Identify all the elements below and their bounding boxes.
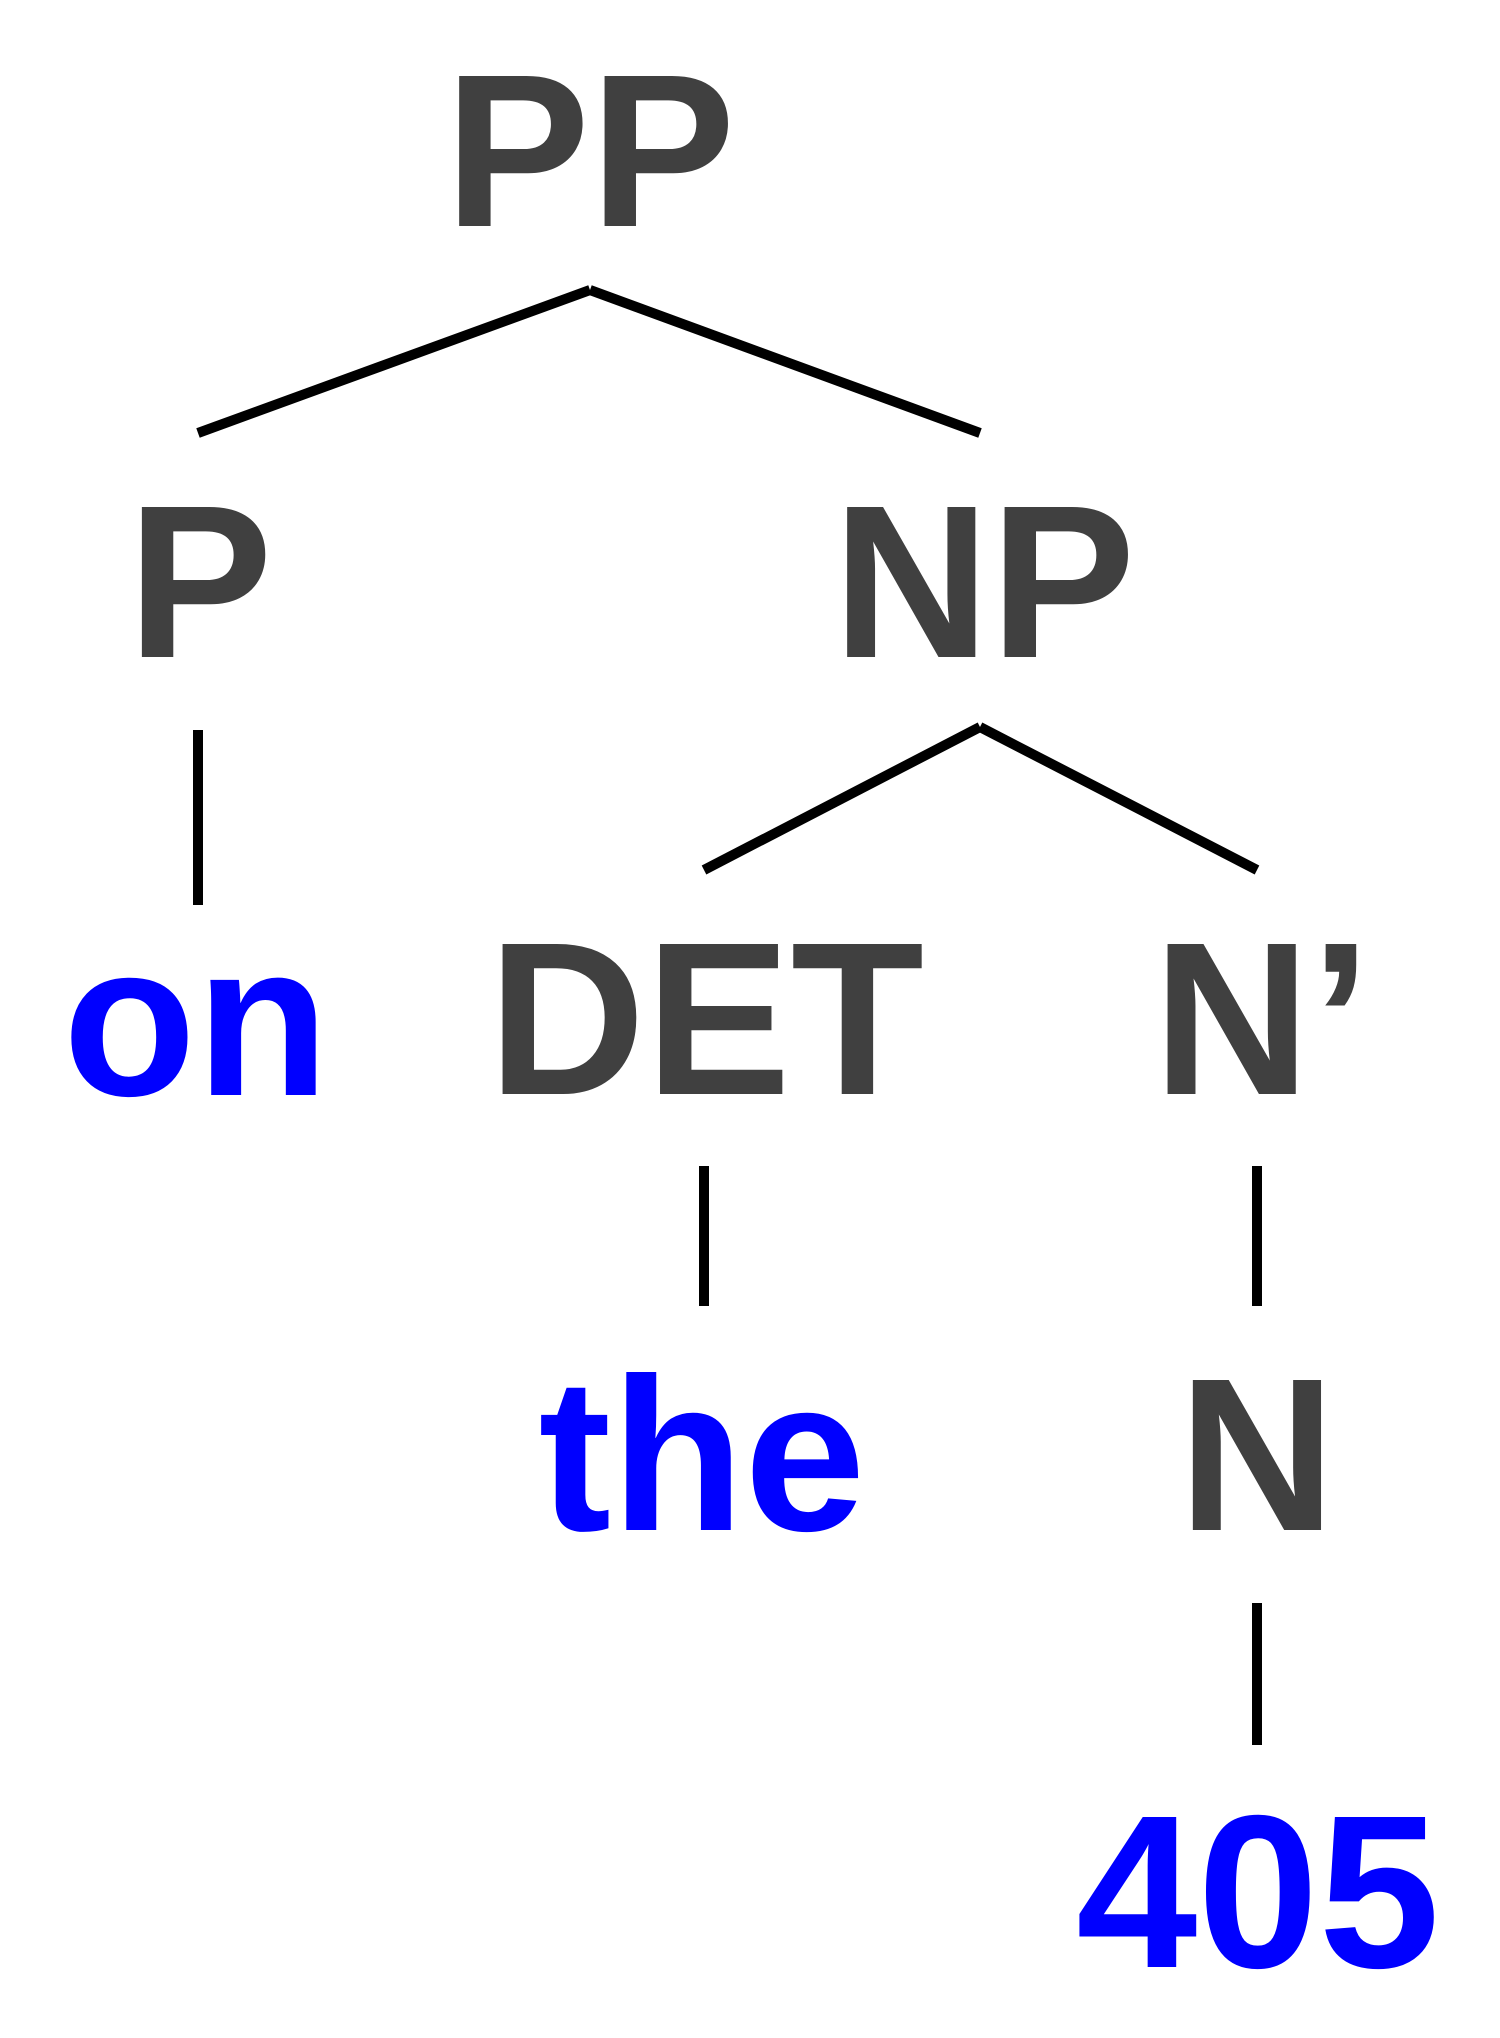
edge-pp-p — [196, 285, 592, 438]
tree-edges — [193, 285, 1262, 1745]
edge-pp-np — [588, 285, 982, 438]
node-det: DET — [488, 898, 924, 1141]
word-405: 405 — [1076, 1771, 1440, 2014]
node-np: NP — [833, 461, 1136, 704]
edge-np-det — [701, 722, 983, 875]
word-the: the — [539, 1334, 866, 1577]
word-on: on — [63, 899, 329, 1142]
edge-np-nbar — [977, 722, 1260, 875]
node-p: P — [127, 461, 272, 704]
node-pp: PP — [445, 30, 736, 273]
node-n: N — [1178, 1334, 1335, 1577]
node-nbar: N’ — [1153, 898, 1371, 1141]
